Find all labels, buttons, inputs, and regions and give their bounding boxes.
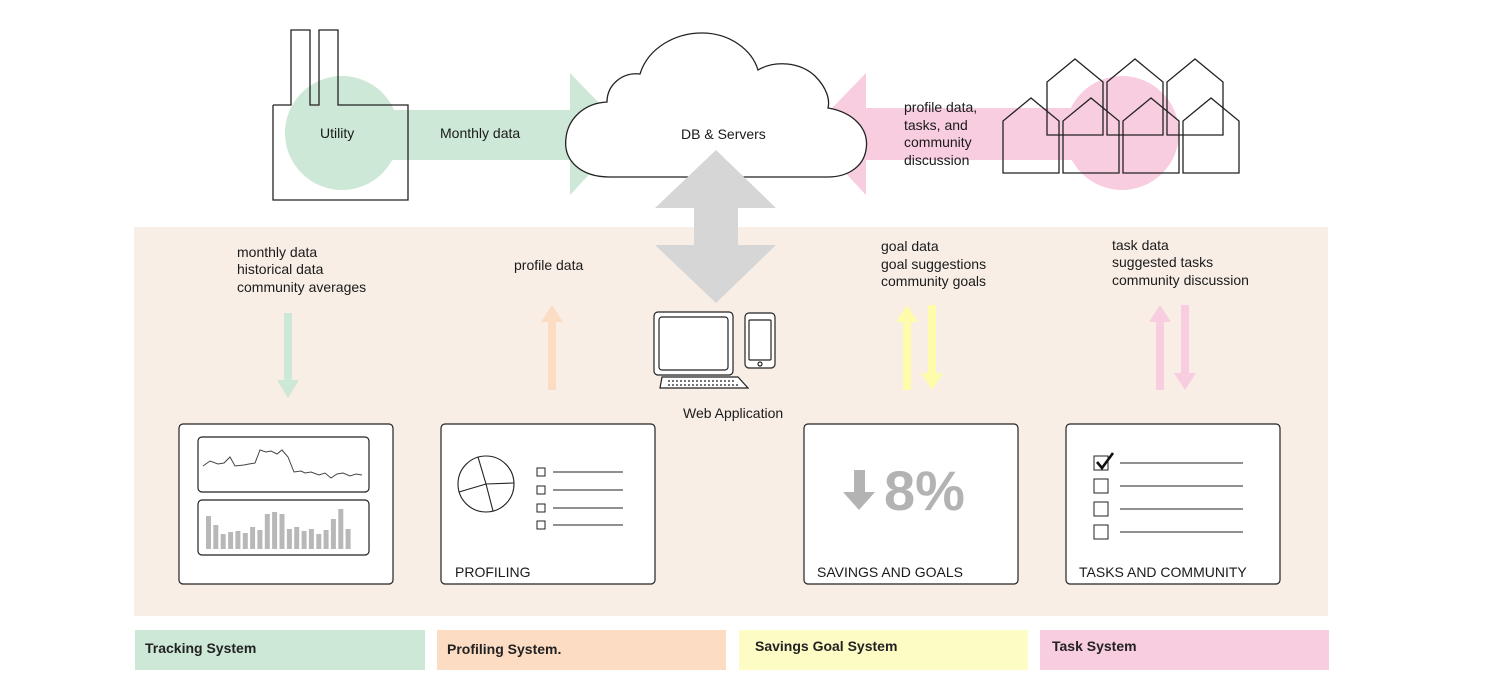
line-chart-trend	[202, 449, 363, 479]
task-checklist	[1093, 455, 1243, 540]
mini-bar	[220, 534, 226, 549]
community-flow-line-2: tasks, and	[904, 117, 968, 133]
tasks-down-arrow	[1174, 305, 1196, 390]
mini-bar	[301, 531, 307, 549]
profiling-flow-line-1: profile data	[514, 257, 583, 273]
mini-bar	[257, 530, 263, 549]
tasks-up-arrow	[1149, 305, 1171, 390]
savings-panel: 8% SAVINGS AND GOALS	[803, 423, 1019, 585]
tasks-panel: TASKS AND COMMUNITY	[1065, 423, 1281, 585]
legend-savings-label: Savings Goal System	[755, 638, 898, 654]
mini-bar	[286, 529, 292, 549]
cloud-icon	[565, 32, 868, 178]
goals-flow-line-1: goal data	[881, 238, 939, 254]
community-flow-line-3: community	[904, 134, 972, 150]
legend-tracking-system: Tracking System	[135, 630, 425, 670]
tasks-flow-line-2: suggested tasks	[1112, 254, 1213, 270]
tasks-flow-line-3: community discussion	[1112, 272, 1249, 288]
houses-icon	[1002, 58, 1240, 174]
goals-flow-line-3: community goals	[881, 273, 986, 289]
tasks-panel-title: TASKS AND COMMUNITY	[1079, 564, 1247, 580]
goals-down-arrow	[921, 305, 943, 390]
profiling-panel: PROFILING	[440, 423, 656, 585]
mini-bar	[323, 530, 329, 549]
mini-bar	[316, 534, 322, 549]
mini-bar	[206, 516, 211, 549]
mini-bar	[228, 532, 234, 549]
mini-bar	[242, 533, 248, 549]
goals-up-arrow	[896, 305, 918, 390]
monthly-data-label: Monthly data	[440, 125, 520, 141]
computer-icon	[653, 311, 750, 389]
monthly-data-arrow-shaft	[360, 110, 572, 160]
profile-checklist	[536, 467, 623, 530]
community-highlight	[1065, 76, 1179, 190]
mini-bar	[330, 519, 336, 549]
mini-bar	[264, 514, 270, 549]
mini-bar	[250, 527, 256, 549]
db-servers-label: DB & Servers	[681, 126, 766, 142]
legend-task-system: Task System	[1040, 630, 1329, 670]
legend-profiling-label: Profiling System.	[447, 641, 562, 657]
tracking-down-arrow	[277, 313, 299, 398]
tracking-flow-line-1: monthly data	[237, 244, 317, 260]
savings-panel-title: SAVINGS AND GOALS	[817, 564, 963, 580]
mini-bar-chart	[206, 509, 351, 549]
tasks-flow-line-1: task data	[1112, 237, 1169, 253]
legend-tracking-label: Tracking System	[145, 640, 257, 656]
line-chart-thumbnail	[197, 436, 370, 493]
web-application-label: Web Application	[683, 405, 783, 421]
mini-bar	[308, 529, 314, 549]
legend-savings-goal-system: Savings Goal System	[739, 630, 1028, 670]
savings-percent: 8%	[884, 459, 965, 522]
goals-flow-line-2: goal suggestions	[881, 256, 986, 272]
mini-bar	[338, 509, 344, 549]
tracking-panel	[178, 423, 394, 585]
down-arrow-icon	[843, 470, 875, 510]
legend-task-label: Task System	[1052, 638, 1137, 654]
pie-chart-icon	[457, 455, 515, 513]
community-flow-line-1: profile data,	[904, 99, 977, 115]
mini-bar	[345, 529, 351, 549]
checkmark-icon	[1096, 452, 1115, 471]
tracking-flow-line-2: historical data	[237, 261, 324, 277]
phone-icon	[744, 312, 776, 369]
mini-bar	[213, 525, 219, 549]
community-flow-line-4: discussion	[904, 152, 969, 168]
factory-icon	[272, 29, 409, 201]
web-app-sync-arrow	[655, 150, 776, 303]
profiling-panel-title: PROFILING	[455, 564, 530, 580]
mini-bar	[294, 527, 300, 549]
mini-bar	[272, 512, 278, 549]
profiling-up-arrow	[541, 305, 563, 390]
tracking-flow-line-3: community averages	[237, 279, 366, 295]
utility-label: Utility	[320, 125, 354, 141]
legend-profiling-system: Profiling System.	[437, 630, 726, 670]
mini-bar	[279, 514, 285, 549]
mini-bar	[235, 531, 241, 549]
